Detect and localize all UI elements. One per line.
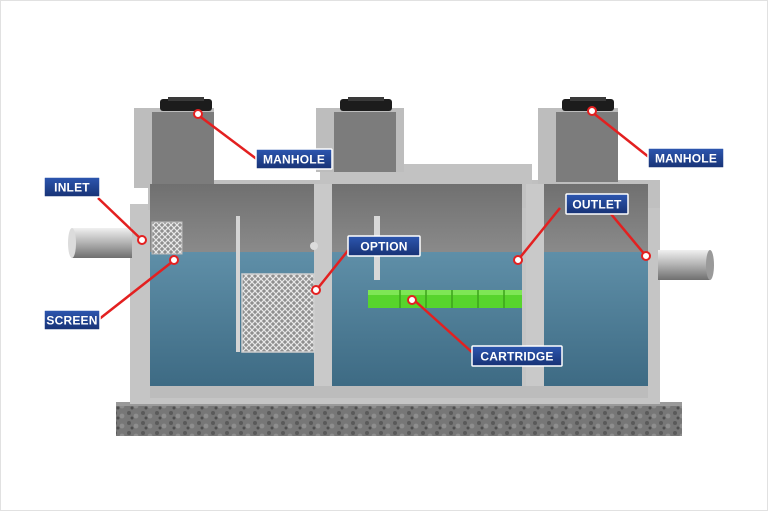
manhole-covers [160,97,614,111]
manhole-shafts [152,112,618,184]
label-option-text: OPTION [360,240,407,254]
label-screen-text: SCREEN [46,314,97,328]
gravel-base [116,402,682,436]
label-manhole-left-text: MANHOLE [263,153,325,167]
label-manhole-right-text: MANHOLE [655,152,717,166]
label-inlet-text: INLET [54,181,90,195]
label-inlet: INLET [43,176,101,198]
water [150,252,648,388]
label-option: OPTION [347,235,421,257]
label-screen: SCREEN [43,309,101,331]
label-outlet: OUTLET [565,193,629,215]
leader-lines [97,111,651,355]
label-cartridge: CARTRIDGE [471,345,563,367]
outlet-pipe [658,250,714,280]
screen [151,221,183,255]
cartridge [368,290,522,308]
inlet-pipe [68,228,132,258]
outlet-opening [310,242,318,250]
label-outlet-text: OUTLET [572,198,622,212]
label-manhole-right: MANHOLE [647,147,725,169]
option-basket [236,216,315,353]
label-manhole-left: MANHOLE [255,148,333,170]
internal-walls [150,184,648,398]
target-markers [137,106,651,305]
label-cartridge-text: CARTRIDGE [480,350,553,364]
